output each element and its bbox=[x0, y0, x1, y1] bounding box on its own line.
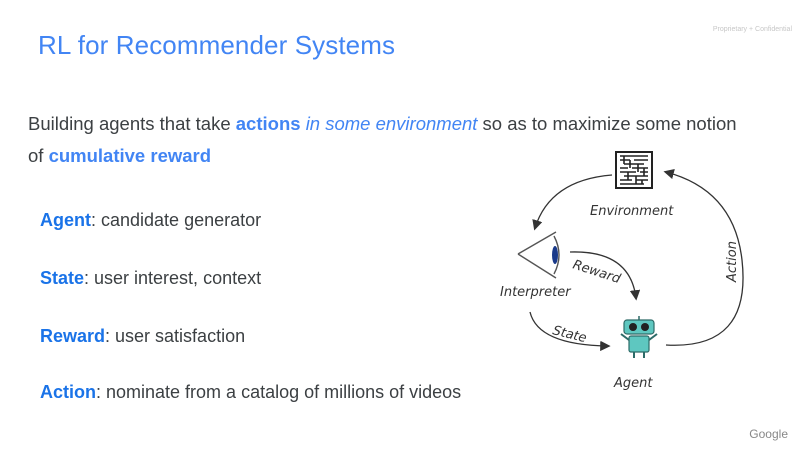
rl-loop-svg: Environment Interpreter Agent bbox=[500, 151, 744, 391]
interpreter-label: Interpreter bbox=[500, 285, 572, 300]
bullet-text: : user satisfaction bbox=[105, 326, 246, 346]
intro-keyword-actions: actions bbox=[235, 113, 301, 134]
robot-icon bbox=[620, 316, 658, 358]
intro-keyword-in-some: in some bbox=[305, 113, 371, 134]
bullet-reward: Reward: user satisfaction bbox=[40, 326, 245, 347]
intro-keyword-cumulative-reward: cumulative reward bbox=[48, 145, 212, 166]
action-arrow bbox=[663, 168, 744, 346]
confidential-label: Proprietary + Confidential bbox=[712, 26, 792, 33]
state-label: State bbox=[551, 323, 588, 346]
intro-paragraph: Building agents that take actions in som… bbox=[28, 108, 748, 172]
intro-suffix: so as to maximize some notion of bbox=[28, 113, 737, 166]
bullet-action: Action: nominate from a catalog of milli… bbox=[40, 382, 461, 403]
reward-arrow bbox=[569, 251, 641, 301]
intro-keyword-environment: environment bbox=[375, 113, 478, 134]
bullet-term: Reward bbox=[40, 326, 106, 346]
intro-prefix: Building agents that take bbox=[28, 113, 236, 134]
bullet-text: : user interest, context bbox=[84, 268, 262, 288]
bullet-term: State bbox=[40, 268, 85, 288]
eye-icon bbox=[517, 231, 560, 279]
bullet-text: : candidate generator bbox=[91, 210, 262, 230]
environment-label: Environment bbox=[590, 204, 674, 219]
action-label: Action bbox=[725, 241, 740, 283]
bullet-term: Agent bbox=[40, 210, 91, 230]
bullet-agent: Agent: candidate generator bbox=[40, 210, 261, 231]
maze-icon bbox=[615, 151, 653, 189]
env-to-interpreter-arrow bbox=[532, 174, 613, 231]
state-arrow bbox=[529, 311, 611, 352]
rl-loop-diagram: Environment Interpreter Agent bbox=[490, 140, 790, 400]
google-logo: Google bbox=[749, 427, 788, 441]
bullet-term: Action bbox=[40, 382, 96, 402]
bullet-state: State: user interest, context bbox=[40, 268, 261, 289]
slide-title: RL for Recommender Systems bbox=[38, 30, 396, 60]
bullet-text: : nominate from a catalog of millions of… bbox=[96, 382, 462, 402]
agent-label: Agent bbox=[613, 376, 653, 391]
